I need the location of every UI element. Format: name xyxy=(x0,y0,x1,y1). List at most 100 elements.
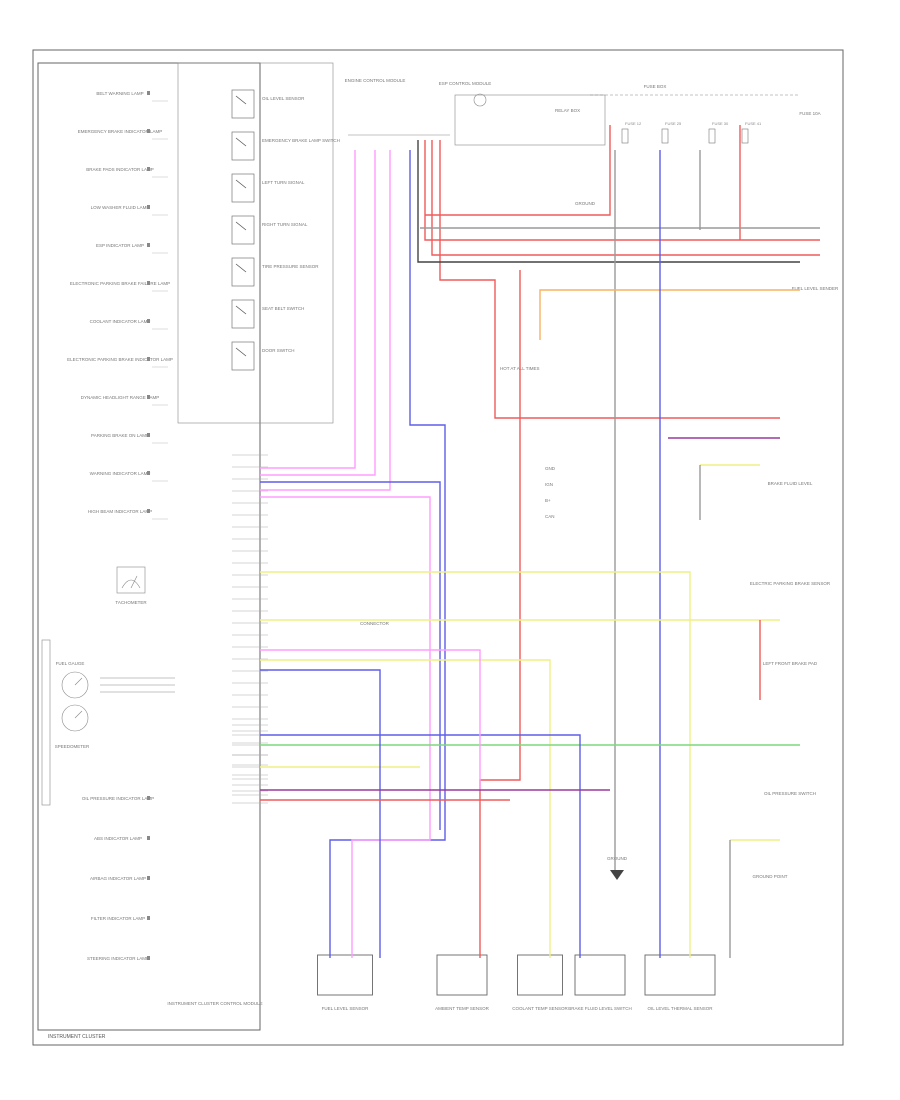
right-sensor-label: LEFT FRONT BRAKE PAD xyxy=(763,661,818,666)
lower-indicator-list: OIL PRESSURE INDICATOR LAMP ABS INDICATOR… xyxy=(82,796,154,961)
switch-box xyxy=(231,299,255,329)
switch-box xyxy=(231,173,255,203)
pink-wire xyxy=(260,496,431,958)
lower-indicator-label: ABS INDICATOR LAMP xyxy=(94,836,142,841)
fuse-label: FUSE 41 xyxy=(745,121,762,126)
switch-contact-icon xyxy=(235,305,247,315)
yellow-wire xyxy=(260,659,551,958)
lower-indicator-label: FILTER INDICATOR LAMP xyxy=(91,916,145,921)
pink-wire xyxy=(260,649,481,790)
switch-box xyxy=(231,257,255,287)
black-wire xyxy=(417,140,800,263)
fuel-gauge-icon xyxy=(61,671,89,699)
fuse-label: FUSE 25 xyxy=(665,121,682,126)
indicator-label: ELECTRONIC PARKING BRAKE FAILURE LAMP xyxy=(70,281,170,286)
indicator-lamp-icon xyxy=(147,357,150,361)
indicator-label: EMERGENCY BRAKE INDICATOR LAMP xyxy=(78,129,163,134)
indicator-lamp-icon xyxy=(147,167,150,171)
esp-module-box xyxy=(454,94,606,146)
bottom-component-label: AMBIENT TEMP SENSOR xyxy=(435,1006,490,1011)
bottom-component-label: COOLANT TEMP SENSOR xyxy=(512,1006,568,1011)
yellow-wire xyxy=(260,571,691,958)
indicator-lamp-icon xyxy=(147,876,150,880)
fuse-icon xyxy=(741,128,749,144)
indicator-lamp-icon xyxy=(147,433,150,437)
orange-wire xyxy=(539,289,800,340)
pink-wire xyxy=(260,150,376,476)
switch-label: LEFT TURN SIGNAL xyxy=(262,180,305,185)
gauges-group: FUEL GAUGE SPEEDOMETER xyxy=(41,639,175,806)
bottom-component-box xyxy=(644,954,716,996)
indicator-label: COOLANT INDICATOR LAMP xyxy=(90,319,151,324)
fuse-box-label: FUSE BOX xyxy=(644,84,667,89)
indicator-label: WARNING INDICATOR LAMP xyxy=(90,471,151,476)
red-wire xyxy=(479,270,521,958)
red-wire xyxy=(439,140,780,419)
bottom-component-label: FUEL LEVEL SENSOR xyxy=(322,1006,369,1011)
bottom-component-label: BRAKE FLUID LEVEL SWITCH xyxy=(568,1006,632,1011)
cluster-connector-pins xyxy=(232,454,268,804)
ground-bottom-label: GROUND xyxy=(607,856,628,861)
indicator-label: ELECTRONIC PARKING BRAKE INDICATOR LAMP xyxy=(67,357,173,362)
cluster-module-label: INSTRUMENT CLUSTER CONTROL MODULE xyxy=(167,1001,262,1006)
legend-item: IGN xyxy=(545,482,553,487)
bottom-component-box xyxy=(317,954,373,996)
switch-box xyxy=(231,89,255,119)
right-sensor-label: OIL PRESSURE SWITCH xyxy=(764,791,816,796)
blue-wire xyxy=(260,734,581,958)
legend-item: GND xyxy=(545,466,556,471)
fuse-icon xyxy=(661,128,669,144)
fuel-gauge-label: FUEL GAUGE xyxy=(56,661,85,666)
indicator-label: LOW WASHER FLUID LAMP xyxy=(91,205,150,210)
indicator-lamp-icon xyxy=(147,205,150,209)
tachometer-label: TACHOMETER xyxy=(115,600,147,605)
wires xyxy=(260,125,820,958)
right-sensor-label: BRAKE FLUID LEVEL xyxy=(768,481,813,486)
middle-legend: GND IGN B+ CAN xyxy=(545,466,556,519)
bottom-component-box xyxy=(574,954,626,996)
relay-box-label: RELAY BOX xyxy=(555,108,580,113)
switch-box xyxy=(231,131,255,161)
switch-label: EMERGENCY BRAKE LAMP SWITCH xyxy=(262,138,340,143)
switch-list: OIL LEVEL SENSOR EMERGENCY BRAKE LAMP SWI… xyxy=(231,89,340,371)
indicator-lamp-icon xyxy=(147,956,150,960)
switch-box xyxy=(231,215,255,245)
indicator-lamp-icon xyxy=(147,836,150,840)
lower-indicator-label: OIL PRESSURE INDICATOR LAMP xyxy=(82,796,154,801)
switch-label: OIL LEVEL SENSOR xyxy=(262,96,305,101)
esp-module-label: ESP CONTROL MODULE xyxy=(439,81,492,86)
fuse-label: FUSE 30 xyxy=(712,121,729,126)
legend-item: CAN xyxy=(545,514,555,519)
switch-contact-icon xyxy=(235,221,247,231)
indicator-lamp-icon xyxy=(147,471,150,475)
relay-icon xyxy=(473,93,487,107)
speedometer-label: SPEEDOMETER xyxy=(55,744,90,749)
switch-contact-icon xyxy=(235,179,247,189)
indicator-label: BELT WARNING LAMP xyxy=(96,91,143,96)
fuse-icon xyxy=(708,128,716,144)
indicator-lamp-icon xyxy=(147,395,150,399)
instrument-cluster-box xyxy=(37,62,261,1031)
tachometer-gauge: TACHOMETER xyxy=(115,566,147,605)
connector-label: CONNECTOR xyxy=(360,621,390,626)
indicator-label: HIGH BEAM INDICATOR LAMP xyxy=(88,509,152,514)
indicator-lamp-icon xyxy=(147,243,150,247)
legend-item: B+ xyxy=(545,498,551,503)
indicator-label: BRAKE PADS INDICATOR LAMP xyxy=(86,167,154,172)
switch-label: RIGHT TURN SIGNAL xyxy=(262,222,308,227)
cluster-inner-box xyxy=(177,62,334,424)
indicator-lamp-icon xyxy=(147,319,150,323)
indicator-label: PARKING BRAKE ON LAMP xyxy=(91,433,149,438)
pink-wire xyxy=(260,150,391,491)
switch-contact-icon xyxy=(235,95,247,105)
switch-contact-icon xyxy=(235,137,247,147)
blue-wire xyxy=(329,150,446,958)
indicator-lamp-icon xyxy=(147,796,150,800)
indicator-lamp-icon xyxy=(147,509,150,513)
bottom-component-box xyxy=(517,954,563,996)
bottom-components: FUEL LEVEL SENSOR AMBIENT TEMP SENSOR COOL… xyxy=(317,954,716,1011)
switch-label: TIRE PRESSURE SENSOR xyxy=(262,264,319,269)
